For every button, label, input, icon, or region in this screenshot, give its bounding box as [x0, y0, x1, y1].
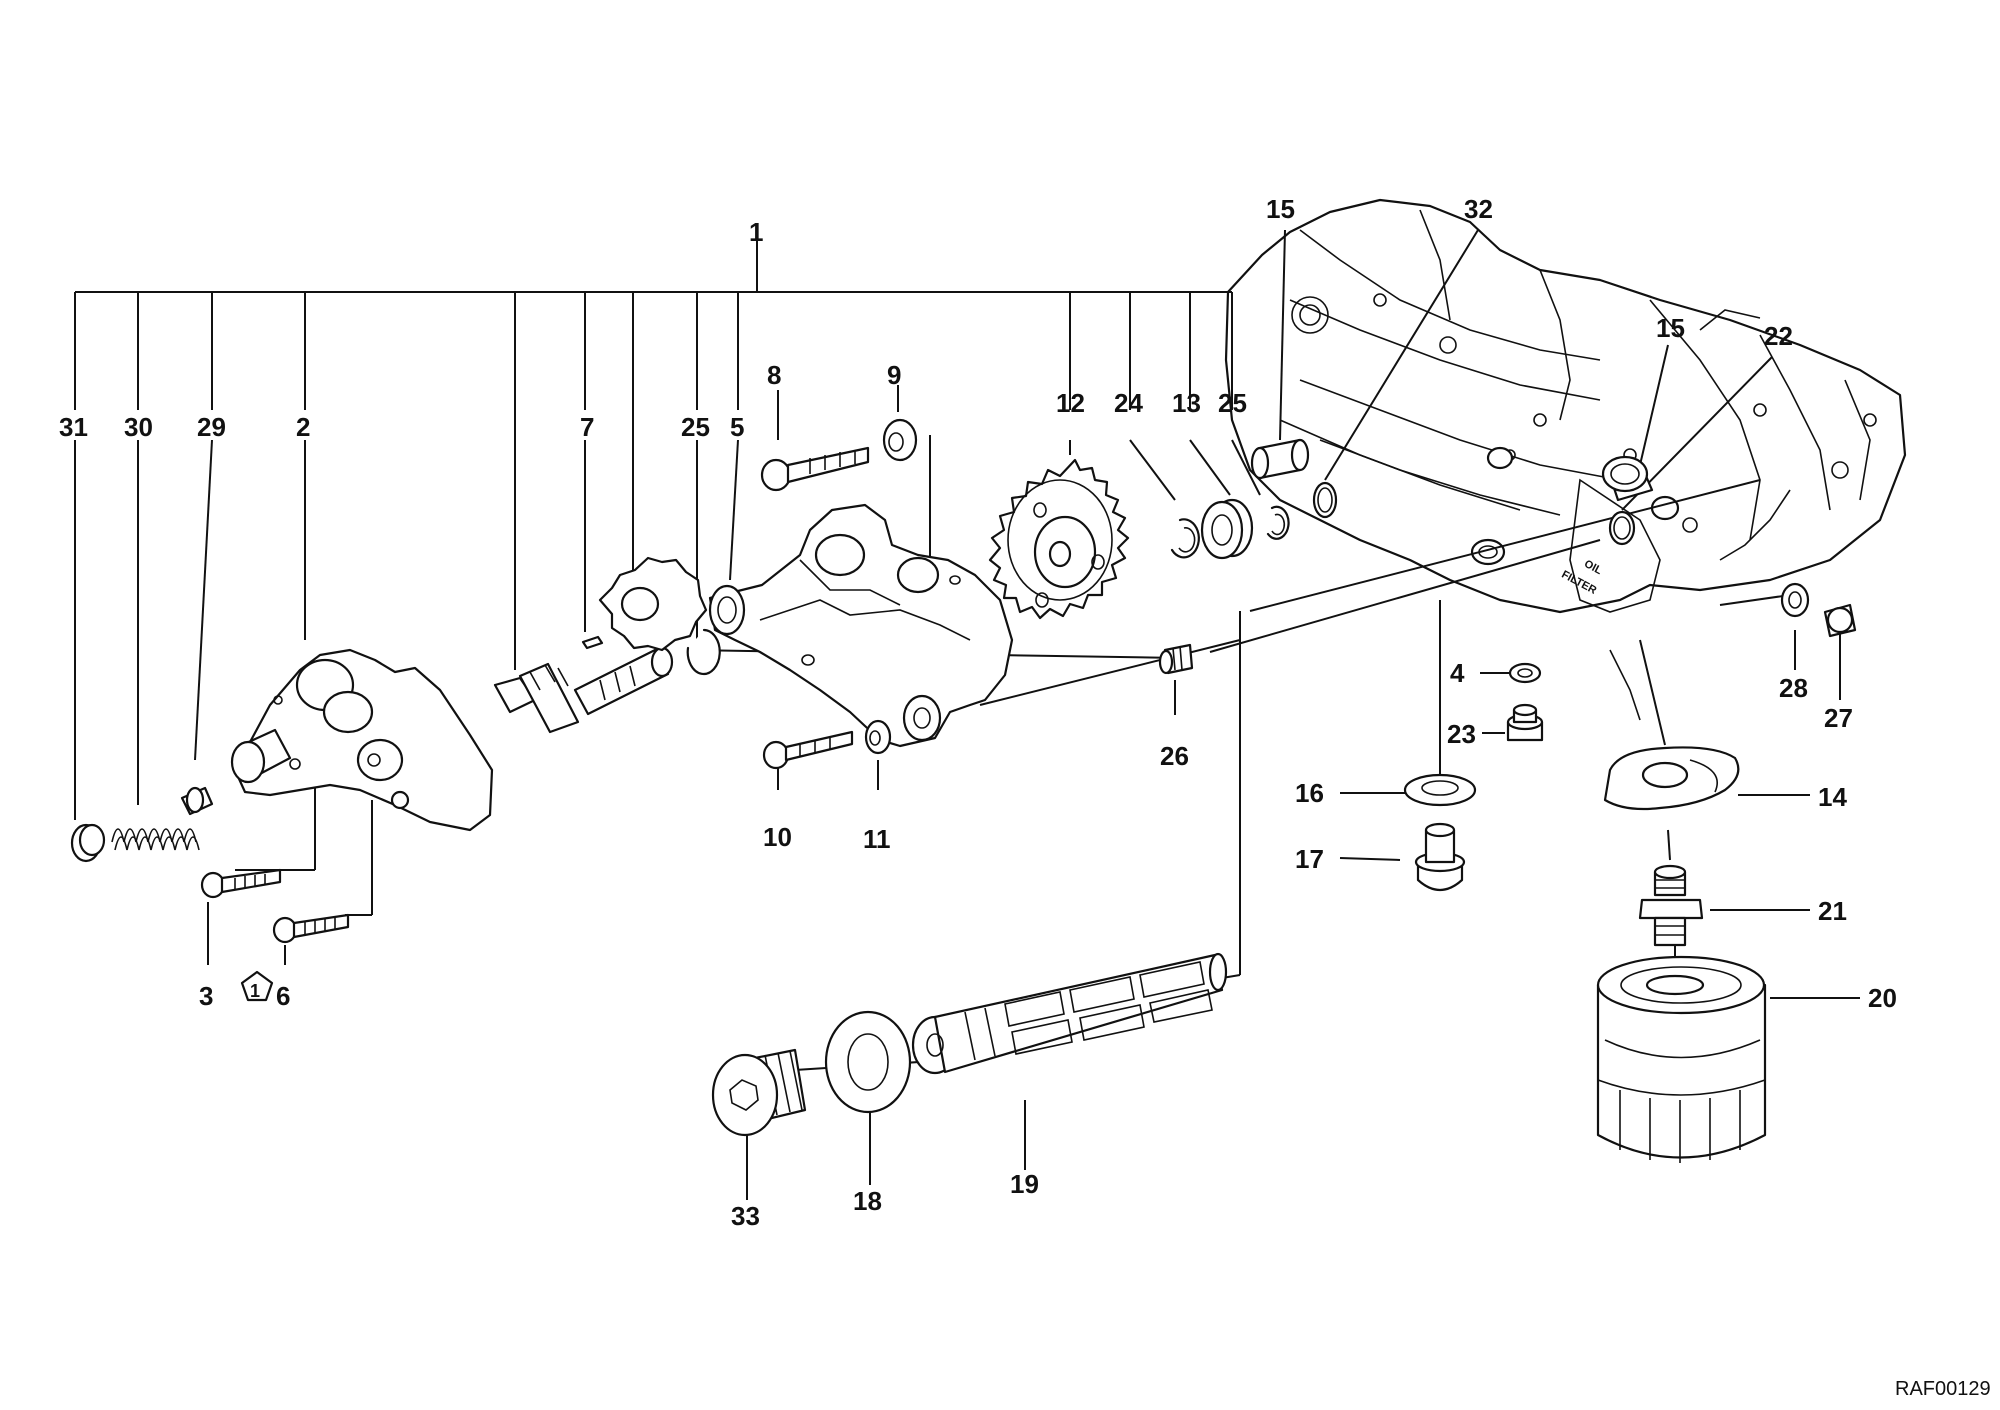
callout-26: 26: [1160, 741, 1189, 771]
nipple-21: [1638, 864, 1704, 947]
washer-9: [882, 418, 918, 462]
crankcase-housing: OIL FILTER: [1224, 198, 1907, 721]
callout-25-left: 25: [681, 412, 710, 442]
callout-18: 18: [853, 1186, 882, 1216]
callout-25-right: 25: [1218, 388, 1247, 418]
screw-3: [200, 868, 282, 899]
callout-20: 20: [1868, 983, 1897, 1013]
circlip-25-left: [686, 628, 721, 676]
callout-24: 24: [1114, 388, 1143, 418]
relief-valve-cap: [70, 823, 106, 863]
pump-body: [708, 503, 1014, 748]
callout-23: 23: [1447, 719, 1476, 749]
circlip-24: [1170, 518, 1200, 559]
gear-pump-rotor: [598, 556, 708, 652]
circlip-25-right: [1266, 505, 1290, 540]
callout-22: 22: [1764, 321, 1793, 351]
plug-23: [1506, 703, 1544, 742]
callout-17: 17: [1295, 844, 1324, 874]
bearing-13: [1200, 498, 1254, 560]
callout-4: 4: [1450, 658, 1465, 688]
washer-18: [824, 1010, 912, 1114]
relief-valve-spring: [111, 828, 200, 851]
screw-10: [762, 730, 854, 770]
relief-valve-plunger: [180, 786, 214, 816]
dowel-26: [1158, 643, 1194, 675]
note-symbol-text: 1: [250, 981, 260, 1001]
callout-12: 12: [1056, 388, 1085, 418]
callout-28: 28: [1779, 673, 1808, 703]
callout-32: 32: [1464, 194, 1493, 224]
callout-27: 27: [1824, 703, 1853, 733]
plug-17: [1414, 822, 1466, 892]
drawing-code: RAF00129: [1895, 1378, 1991, 1400]
driven-gear-12: [988, 458, 1130, 620]
callout-14: 14: [1818, 782, 1847, 812]
washer-28: [1780, 582, 1810, 618]
washer-11: [864, 719, 892, 755]
screw-6: [272, 913, 350, 944]
callout-11: 11: [863, 824, 891, 854]
key-7: [581, 635, 604, 650]
callout-7: 7: [580, 412, 594, 442]
callout-15-right: 15: [1656, 313, 1685, 343]
drain-plug-33: [711, 1048, 807, 1137]
washer-4: [1508, 662, 1542, 684]
o-ring-22: [1608, 510, 1636, 546]
callout-15-left: 15: [1266, 194, 1295, 224]
callout-16: 16: [1295, 778, 1324, 808]
callout-33: 33: [731, 1201, 760, 1231]
plug-27: [1823, 603, 1857, 638]
callout-31: 31: [59, 412, 88, 442]
callout-30: 30: [124, 412, 153, 442]
assembly-bracket-1: [74, 240, 1233, 670]
bushing-15-left: [1250, 438, 1310, 480]
callout-13: 13: [1172, 388, 1201, 418]
washer-16: [1403, 773, 1477, 807]
callout-10: 10: [763, 822, 792, 852]
callout-6: 6: [276, 981, 290, 1011]
callout-5: 5: [730, 412, 744, 442]
oil-strainer-19: [911, 952, 1228, 1075]
bushing-15-right: [1601, 455, 1654, 502]
callout-3: 3: [199, 981, 213, 1011]
filter-flange-14: [1603, 746, 1740, 811]
screw-8: [760, 446, 870, 492]
callout-1: 1: [749, 217, 763, 247]
leader-lines: [74, 229, 1860, 1200]
oil-filter-20: [1596, 955, 1767, 1163]
pump-cover: [230, 648, 494, 832]
callout-29: 29: [197, 412, 226, 442]
callout-2: 2: [296, 412, 310, 442]
callout-8: 8: [767, 360, 781, 390]
callout-9: 9: [887, 360, 901, 390]
callout-21: 21: [1818, 896, 1847, 926]
note-symbol-pentagon: 1: [240, 970, 274, 1002]
callout-19: 19: [1010, 1169, 1039, 1199]
o-ring-32: [1312, 481, 1338, 519]
part-callouts: 1 2 3 4 5 6 7 8 9 10 11 12 13 14 15 15 1…: [59, 194, 1897, 1231]
drive-gear-shaft: [493, 646, 674, 734]
